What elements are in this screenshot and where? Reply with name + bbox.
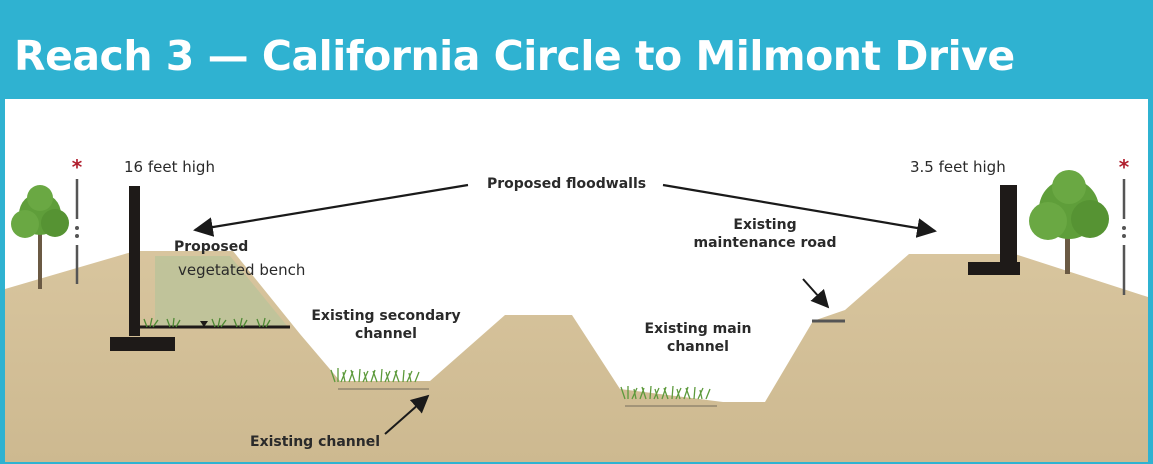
bench-pointer-icon bbox=[200, 321, 208, 327]
maintenance-road-label-line2: maintenance road bbox=[693, 235, 837, 251]
existing-channel-label: Existing channel bbox=[250, 434, 381, 450]
left-floodwall-footing bbox=[110, 337, 175, 351]
right-height-label: 3.5 feet high bbox=[910, 158, 1006, 176]
left-property-marker-icon: * bbox=[72, 155, 83, 284]
ground-profile bbox=[5, 251, 1148, 462]
left-tree-icon bbox=[11, 185, 69, 289]
left-floodwall-arrow bbox=[193, 183, 469, 237]
right-floodwall-arrow bbox=[662, 183, 937, 238]
vegetated-bench bbox=[155, 256, 288, 327]
right-tree-icon bbox=[1029, 170, 1109, 274]
maintenance-road-arrow bbox=[802, 278, 830, 309]
bench-grass bbox=[143, 317, 271, 328]
main-channel-label-line1: Existing main bbox=[644, 321, 752, 337]
svg-text:*: * bbox=[1119, 155, 1130, 179]
secondary-channel-label-line1: Existing secondary bbox=[311, 308, 461, 324]
right-property-marker-icon: * bbox=[1119, 155, 1130, 295]
svg-text:*: * bbox=[72, 155, 83, 179]
cross-section-diagram: * * bbox=[5, 155, 1148, 462]
secondary-channel-grass bbox=[330, 368, 420, 383]
secondary-channel-label-line2: channel bbox=[355, 326, 417, 342]
right-floodwall-footing bbox=[968, 262, 1020, 275]
bench-label-line1: Proposed bbox=[174, 239, 249, 255]
page-title: Reach 3 — California Circle to Milmont D… bbox=[14, 32, 1015, 80]
title-bar: Reach 3 — California Circle to Milmont D… bbox=[0, 8, 1153, 98]
right-floodwall-stem bbox=[1000, 185, 1017, 265]
left-height-label: 16 feet high bbox=[124, 158, 215, 176]
main-channel-grass bbox=[620, 385, 711, 400]
floodwalls-label: Proposed floodwalls bbox=[487, 176, 647, 192]
bench-label-line2: vegetated bench bbox=[178, 261, 306, 279]
maintenance-road-label-line1: Existing bbox=[733, 217, 797, 233]
left-floodwall-stem bbox=[129, 186, 140, 336]
main-channel-label-line2: channel bbox=[667, 339, 729, 355]
existing-channel-arrow bbox=[384, 394, 430, 435]
cross-section-panel: * * 16 feet high 3.5 feet high Proposed … bbox=[5, 99, 1148, 462]
